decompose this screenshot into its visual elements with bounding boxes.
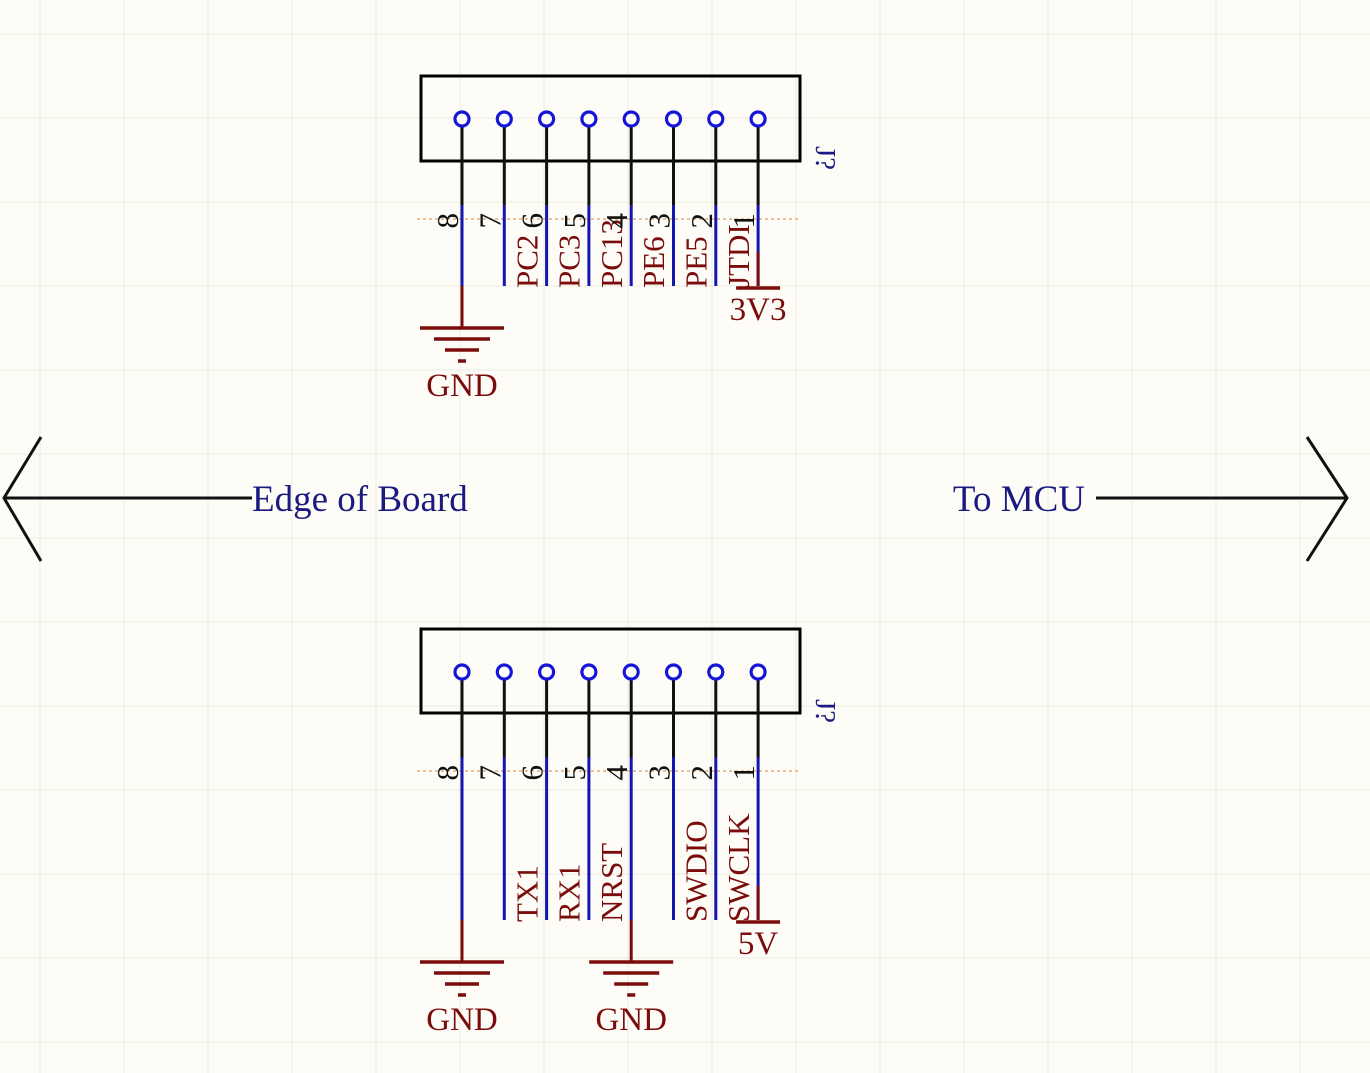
power-symbol: 5V <box>736 886 781 962</box>
ground-symbol: GND <box>420 920 504 1038</box>
net-label: PC2 <box>509 235 544 288</box>
pin-dot[interactable] <box>495 663 513 681</box>
pin-number: 8 <box>430 213 465 229</box>
pin-number: 5 <box>557 765 592 781</box>
connector-body <box>419 74 802 163</box>
connector-designator: J? <box>809 699 841 723</box>
pin-dot[interactable] <box>664 110 683 128</box>
ground-symbol: GND <box>589 920 674 1038</box>
pin-number: 4 <box>599 765 634 781</box>
pin-number: 2 <box>684 213 719 229</box>
net-label: PE6 <box>636 236 671 288</box>
pin-dot[interactable] <box>453 663 471 681</box>
pin-dot[interactable] <box>495 110 513 128</box>
pin-number: 2 <box>684 765 719 781</box>
ground-label: GND <box>426 368 498 404</box>
pin-number: 5 <box>557 213 592 229</box>
edge-arrow-head <box>2 436 43 562</box>
ground-label: GND <box>426 1002 498 1038</box>
pin-number: 1 <box>726 213 761 229</box>
ground-symbol: GND <box>420 286 504 404</box>
net-label: PC13 <box>594 219 629 288</box>
pin-number: 4 <box>599 213 634 229</box>
pin-dot[interactable] <box>537 663 556 681</box>
pin-dot[interactable] <box>537 110 556 128</box>
pin-number: 8 <box>430 765 465 781</box>
pin-dot[interactable] <box>622 110 640 128</box>
to-mcu-label: To MCU <box>953 479 1085 520</box>
connector-body <box>419 627 802 715</box>
net-label: RX1 <box>552 863 587 922</box>
pin-dot[interactable] <box>664 663 683 681</box>
edge-of-board-arrow: Edge of Board <box>2 436 468 562</box>
pin-dot[interactable] <box>749 110 767 128</box>
pin-number: 7 <box>472 765 507 781</box>
pin-dot[interactable] <box>707 110 725 128</box>
mcu-arrow-head <box>1305 436 1349 562</box>
net-label: PE5 <box>679 236 714 288</box>
net-label: SWCLK <box>721 813 756 922</box>
pin-number: 1 <box>726 765 761 781</box>
pin-number: 6 <box>515 765 550 781</box>
pin-number: 6 <box>515 213 550 229</box>
pin-number: 7 <box>472 213 507 229</box>
ground-label: GND <box>595 1002 667 1038</box>
net-label: NRST <box>594 843 629 922</box>
pin-dot[interactable] <box>622 663 640 681</box>
net-label: JTDI <box>721 224 756 288</box>
to-mcu-arrow: To MCU <box>953 436 1349 562</box>
pin-dot[interactable] <box>580 110 598 128</box>
connector-designator: J? <box>809 146 841 170</box>
pin-number: 3 <box>642 765 677 781</box>
pin-dot[interactable] <box>707 663 725 681</box>
net-label: PC3 <box>552 235 587 288</box>
net-label: SWDIO <box>679 820 714 922</box>
power-label: 3V3 <box>730 292 787 328</box>
power-symbol: 3V3 <box>730 252 787 328</box>
pin-dot[interactable] <box>749 663 767 681</box>
pin-number: 3 <box>642 213 677 229</box>
pin-dot[interactable] <box>580 663 598 681</box>
power-label: 5V <box>738 926 779 962</box>
pin-dot[interactable] <box>453 110 471 128</box>
net-label: TX1 <box>509 865 544 922</box>
edge-of-board-label: Edge of Board <box>252 479 468 520</box>
